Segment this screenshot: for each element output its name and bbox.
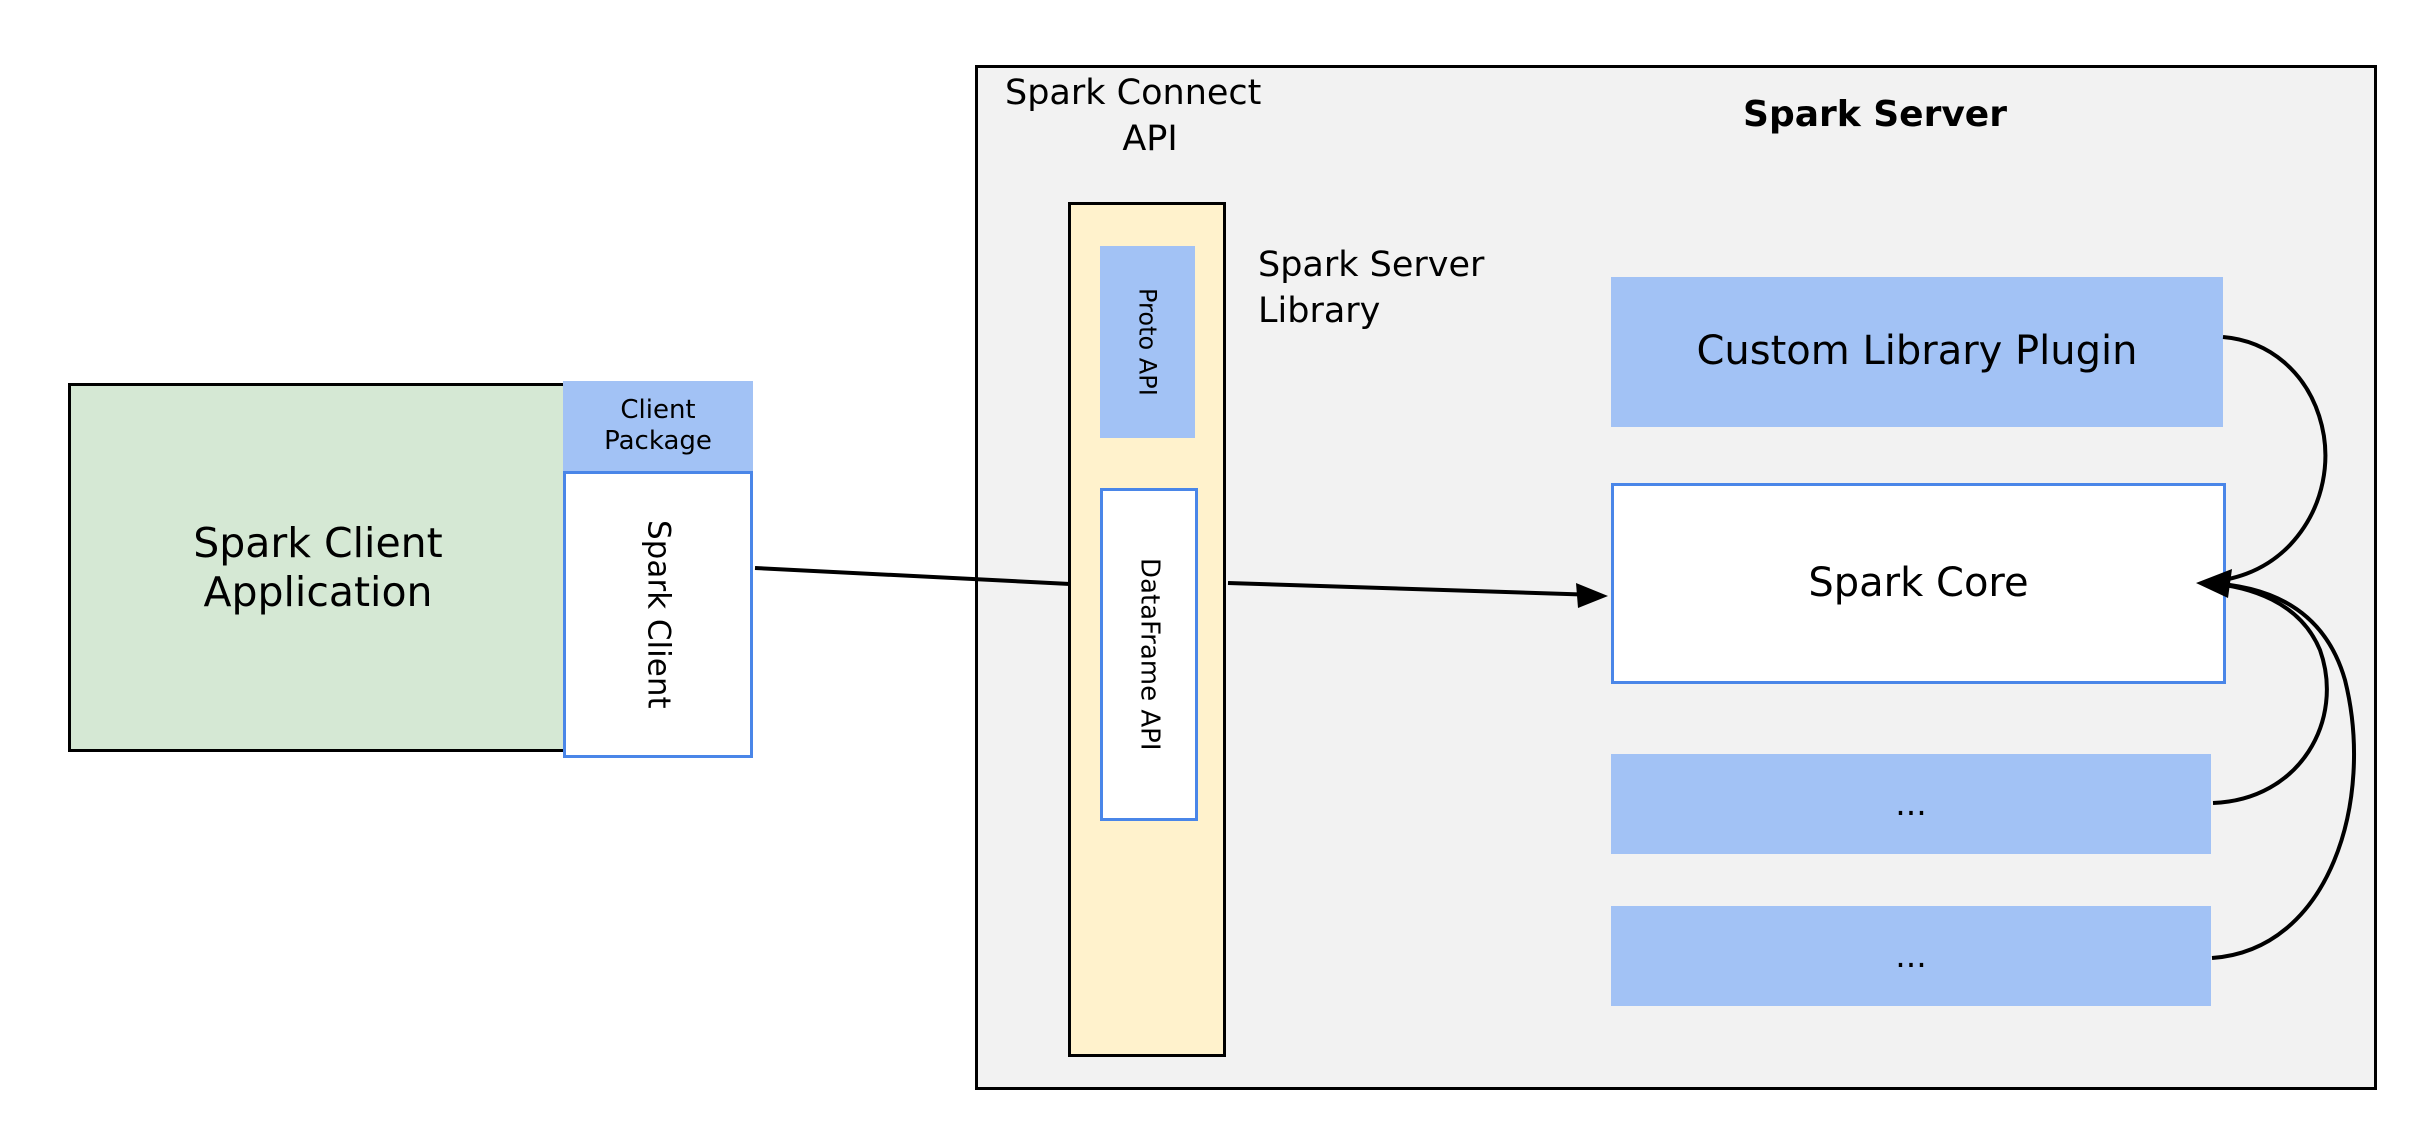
ellipsis-two-label: ... — [1895, 935, 1927, 975]
proto-api-label: Proto API — [1133, 288, 1162, 396]
custom-library-plugin-box[interactable]: Custom Library Plugin — [1611, 277, 2223, 427]
ellipsis-box-two[interactable]: ... — [1611, 906, 2211, 1006]
dataframe-api-box[interactable]: DataFrame API — [1100, 488, 1198, 821]
client-package-label: Client Package — [604, 395, 712, 456]
spark-client-box[interactable]: Spark Client — [563, 471, 753, 758]
spark-core-label: Spark Core — [1808, 559, 2029, 606]
spark-server-title: Spark Server — [1743, 93, 2007, 135]
spark-server-library-label: Spark Server Library — [1258, 245, 1485, 332]
client-package-box[interactable]: Client Package — [563, 381, 753, 471]
spark-connect-api-label: Spark Connect API — [1005, 73, 1262, 160]
spark-core-box[interactable]: Spark Core — [1611, 483, 2226, 684]
custom-library-plugin-label: Custom Library Plugin — [1696, 328, 2138, 375]
ellipsis-one-label: ... — [1895, 783, 1927, 823]
spark-client-label: Spark Client — [640, 520, 677, 709]
spark-client-application-label: Spark Client Application — [193, 519, 443, 616]
proto-api-box[interactable]: Proto API — [1100, 246, 1195, 438]
dataframe-api-label: DataFrame API — [1134, 558, 1165, 751]
spark-client-application-box[interactable]: Spark Client Application — [68, 383, 568, 752]
ellipsis-box-one[interactable]: ... — [1611, 754, 2211, 854]
